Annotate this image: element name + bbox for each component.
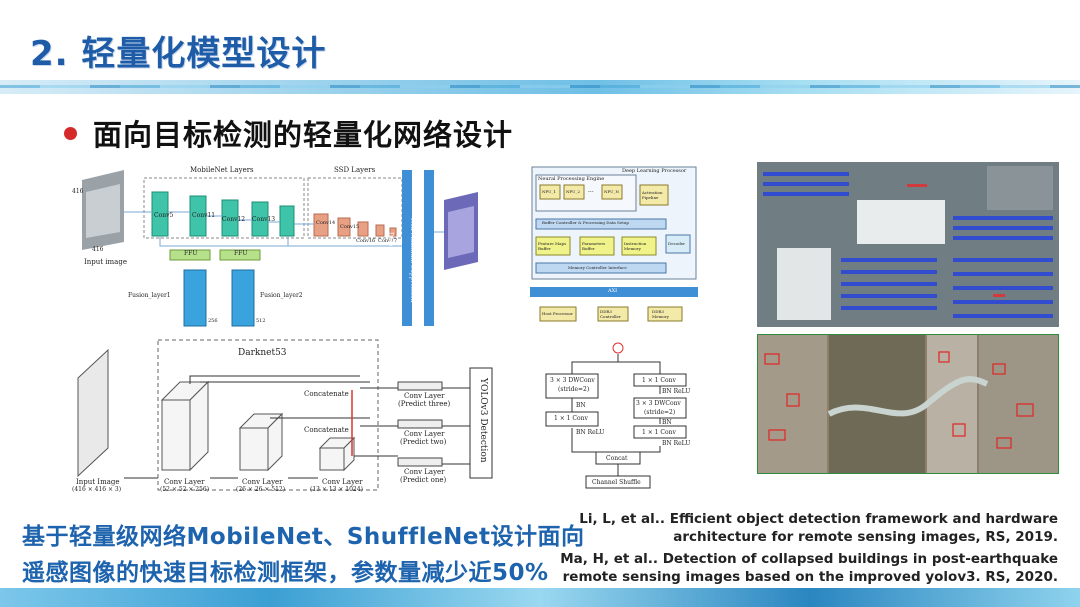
concat-label: Concatenate	[304, 426, 349, 434]
conv-label: Conv14	[316, 220, 335, 226]
activation-label: Activation Pipeline	[642, 190, 666, 200]
instruction-label: Instruction Memory	[624, 241, 654, 251]
conv-layer-dims: (26 × 26 × 512)	[236, 486, 285, 493]
bottom-decorative-band	[0, 588, 1080, 607]
conv-label: Conv13	[252, 216, 275, 223]
conv-layer-label: Conv Layer	[242, 478, 283, 486]
input-size-bottom: 416	[92, 246, 103, 253]
npu-label: NPU_1	[542, 189, 556, 194]
reference-2-line-2: remote sensing images based on the impro…	[560, 568, 1058, 586]
reference-1-line-1: Li, L, et al.. Efficient object detectio…	[579, 510, 1058, 528]
hardware-diagram: Deep Learning Processor Neural Processin…	[528, 163, 700, 325]
fusion-layer-2-dims: 512	[256, 318, 266, 324]
ddr-mem-label: DDR3 Memory	[652, 309, 680, 319]
darknet53-label: Darknet53	[238, 348, 287, 358]
dlp-label: Deep Learning Processor	[622, 168, 686, 174]
conv-label: Conv11	[192, 212, 215, 219]
shuffle-right-conv: 1 × 1 Conv	[642, 377, 676, 384]
conv-layer-label: Conv Layer	[164, 478, 205, 486]
predict-layer-label: Conv Layer	[404, 392, 445, 400]
buffer-ctrl-label: Buffer Controller & Processing Data Setu…	[542, 220, 629, 225]
shuffle-right-conv-2: 1 × 1 Conv	[642, 429, 676, 436]
caption-line-1: 基于轻量级网络MobileNet、ShuffleNet设计面向	[22, 517, 585, 551]
bullet-row: 面向目标检测的轻量化网络设计	[64, 112, 513, 154]
parking-lot-figure	[757, 162, 1059, 327]
bullet-text: 面向目标检测的轻量化网络设计	[93, 112, 513, 154]
reference-1: Li, L, et al.. Efficient object detectio…	[579, 510, 1058, 546]
decoder-label: Decoder	[668, 241, 685, 246]
conv-layer-dims: (13 × 13 × 1024)	[310, 486, 363, 493]
shuffle-right-bn: BN	[662, 419, 672, 426]
yolov3-detection-label: YOLOv3 Detection	[478, 378, 488, 463]
ddr-ctrl-label: DDR3 Controller	[600, 309, 628, 319]
input-image-label: Input Image	[76, 478, 120, 486]
fusion-layer-2-label: Fusion_layer2	[260, 292, 303, 299]
mem-ctrl-label: Memory Controller Interface	[568, 265, 627, 270]
ffu-label: FFU	[184, 250, 197, 257]
reference-2-line-1: Ma, H, et al.. Detection of collapsed bu…	[560, 550, 1058, 568]
predict-layer-sub: (Predict two)	[400, 438, 446, 446]
fusion-layer-1-label: Fusion_layer1	[128, 292, 171, 299]
npe-label: Neural Processing Engine	[538, 176, 604, 182]
parking-lot-satellite-image	[757, 162, 1059, 327]
shuffle-left-dwconv: 3 × 3 DWConv	[550, 377, 595, 384]
parameters-label: Parameters Buffer	[582, 241, 612, 251]
top-decorative-band	[0, 80, 1080, 94]
shuffle-channel-shuffle: Channel Shuffle	[592, 479, 641, 486]
npu-label: NPU_2	[566, 189, 580, 194]
input-image-dims: (416 × 416 × 3)	[72, 486, 121, 493]
shuffle-left-bnrelu: BN ReLU	[576, 429, 604, 436]
reference-2: Ma, H, et al.. Detection of collapsed bu…	[560, 550, 1058, 586]
host-label: Host Processor	[542, 311, 573, 316]
shuffle-left-bn: BN	[576, 402, 586, 409]
feature-maps-label: Feature Maps Buffer	[538, 241, 568, 251]
mobilenet-layers-label: MobileNet Layers	[190, 166, 254, 174]
npu-label: NPU_N	[604, 189, 619, 194]
axi-label: AXI	[608, 288, 617, 294]
mobilenet-ssd-figure	[72, 162, 482, 330]
predict-layer-sub: (Predict one)	[400, 476, 446, 484]
npu-label: ...	[588, 187, 594, 194]
shufflenet-diagram: 3 × 3 DWConv (stride=2) BN 1 × 1 Conv BN…	[530, 340, 696, 496]
mobilenet-ssd-diagram: MobileNet Layers SSD Layers 416 416 Inpu…	[72, 162, 482, 330]
shuffle-right-stride: (stride=2)	[644, 409, 675, 416]
conv-label: Conv15	[340, 224, 359, 230]
detections-bar-label: Detections per class	[387, 232, 394, 294]
slide-title: 2. 轻量化模型设计	[30, 26, 326, 75]
conv-layer-label: Conv Layer	[322, 478, 363, 486]
yolov3-diagram: Darknet53 Concatenate Concatenate Input …	[70, 338, 500, 494]
shuffle-right-bnrelu: BN ReLU	[662, 388, 690, 395]
conv-label: Conv5	[154, 212, 173, 219]
concat-label: Concatenate	[304, 390, 349, 398]
bullet-dot-icon	[64, 127, 77, 140]
shuffle-right-bnrelu-2: BN ReLU	[662, 440, 690, 447]
reference-1-line-2: architecture for remote sensing images, …	[579, 528, 1058, 546]
predict-layer-sub: (Predict three)	[398, 400, 450, 408]
ssd-layers-label: SSD Layers	[334, 166, 375, 174]
collapsed-buildings-satellite-image	[757, 334, 1059, 474]
conv-label: Conv16	[356, 238, 375, 244]
predict-layer-label: Conv Layer	[404, 430, 445, 438]
fusion-layer-1-dims: 256	[208, 318, 218, 324]
shuffle-left-conv: 1 × 1 Conv	[554, 415, 588, 422]
ffu-label: FFU	[234, 250, 247, 257]
caption-line-2: 遥感图像的快速目标检测框架，参数量减少近50%	[22, 553, 549, 587]
shuffle-right-dwconv: 3 × 3 DWConv	[636, 400, 681, 407]
predict-layer-label: Conv Layer	[404, 468, 445, 476]
conv-label: Conv12	[222, 216, 245, 223]
shuffle-left-stride: (stride=2)	[558, 386, 589, 393]
input-image-label: Input image	[84, 258, 127, 266]
input-size-top: 416	[72, 188, 83, 195]
conv-layer-dims: (52 × 52 × 256)	[160, 486, 209, 493]
collapsed-buildings-figure	[757, 334, 1059, 474]
shuffle-concat: Concat	[606, 455, 627, 462]
nms-bar-label: Non-Maximum Suppression	[409, 218, 416, 303]
